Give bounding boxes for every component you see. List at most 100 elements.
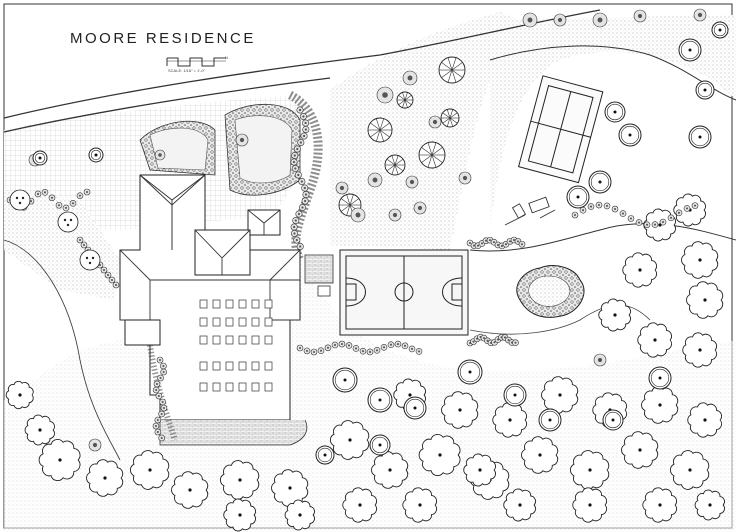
shrub-symbol xyxy=(155,392,163,400)
deciduous-tree-symbol xyxy=(271,469,309,507)
ornamental-tree-symbol xyxy=(367,117,393,143)
specimen-tree-symbol xyxy=(332,367,358,393)
east-path xyxy=(469,223,736,252)
deciduous-tree-symbol xyxy=(570,450,610,490)
shrub-symbol xyxy=(88,438,102,452)
shrub-symbol xyxy=(627,215,635,222)
specimen-tree-symbol xyxy=(457,359,483,385)
rear-terrace xyxy=(124,319,161,346)
shrub-symbol xyxy=(302,191,310,199)
shrub-symbol xyxy=(291,152,299,160)
scale-label: SCALE: 1/16" = 1'-0" xyxy=(168,68,206,73)
shrub-symbol xyxy=(388,208,402,222)
shrub-symbol xyxy=(553,13,567,27)
ornamental-tree-symbol xyxy=(440,108,460,128)
ornamental-tree-symbol xyxy=(396,91,414,109)
shrub-symbol xyxy=(290,230,298,238)
deciduous-tree-symbol xyxy=(641,386,679,424)
shrub-symbol xyxy=(683,205,691,212)
deciduous-tree-symbol xyxy=(86,459,124,497)
shrub-symbol xyxy=(160,362,167,370)
shrub-symbol xyxy=(643,221,651,229)
plan-title: MOORE RESIDENCE xyxy=(70,30,256,47)
specimen-tree-symbol xyxy=(88,147,104,163)
deciduous-tree-symbol xyxy=(171,471,209,509)
front-lawn-left xyxy=(149,127,209,171)
shrub-symbol xyxy=(633,9,647,23)
shrub-symbol xyxy=(428,115,442,129)
shrub-symbol xyxy=(104,271,112,279)
shrub-symbol xyxy=(413,201,427,215)
specimen-tree-symbol xyxy=(503,383,527,407)
deciduous-tree-symbol xyxy=(621,431,659,469)
shrub-symbol xyxy=(693,8,707,22)
grove-cluster-symbol xyxy=(79,249,101,271)
deciduous-tree-symbol xyxy=(622,252,657,288)
shrub-symbol xyxy=(402,70,418,86)
shrub-symbol xyxy=(159,398,166,406)
specimen-tree-symbol xyxy=(695,80,715,100)
shrub-symbol xyxy=(303,347,311,355)
shrub-symbol xyxy=(293,145,301,153)
shrub-symbol xyxy=(619,210,627,217)
deciduous-tree-symbol xyxy=(686,281,724,319)
shrub-symbol xyxy=(153,380,161,388)
shrub-symbol xyxy=(83,188,91,196)
shrub-symbol xyxy=(108,276,116,284)
shrub-symbol xyxy=(69,199,77,207)
shrub-symbol xyxy=(331,341,339,349)
shrub-symbol xyxy=(295,210,303,218)
shrub-symbol xyxy=(373,347,381,354)
shrub-symbol xyxy=(293,236,301,244)
deciduous-tree-symbol xyxy=(24,414,55,446)
shrub-symbol xyxy=(458,171,472,185)
shrub-symbol xyxy=(299,113,307,121)
shrub-symbol xyxy=(34,190,42,198)
shrub-symbol xyxy=(157,374,164,382)
shrub-symbol xyxy=(408,345,416,353)
shrub-symbol xyxy=(291,165,299,173)
deciduous-tree-symbol xyxy=(670,450,710,490)
shrub-symbol xyxy=(160,368,167,376)
shrub-symbol xyxy=(48,194,56,202)
grove-cluster-symbol xyxy=(9,189,31,211)
deciduous-tree-symbol xyxy=(418,434,461,476)
shrub-symbol xyxy=(296,243,304,251)
deciduous-tree-symbol xyxy=(223,498,256,532)
shrub-symbol xyxy=(302,126,310,134)
shrub-symbol xyxy=(80,241,88,249)
front-lawn-right xyxy=(234,115,293,184)
deciduous-tree-symbol xyxy=(342,487,377,523)
shrub-symbol xyxy=(366,348,374,356)
deciduous-tree-symbol xyxy=(694,489,725,521)
deciduous-tree-symbol xyxy=(492,402,527,438)
shrub-symbol xyxy=(296,106,304,114)
shrub-symbol xyxy=(301,184,309,192)
shrub-symbol xyxy=(593,353,607,367)
shrub-symbol xyxy=(298,178,306,186)
driveway-lower-edge xyxy=(3,77,331,133)
specimen-tree-symbol xyxy=(538,408,562,432)
shrub-symbol xyxy=(603,202,611,210)
shrub-symbol xyxy=(595,201,603,209)
shrub-symbol xyxy=(352,345,360,352)
ornamental-tree-symbol xyxy=(418,141,446,169)
rear-patio-border xyxy=(159,419,308,446)
specimen-tree-symbol xyxy=(602,409,624,431)
shrub-symbol xyxy=(294,171,302,179)
shrub-symbol xyxy=(335,181,349,195)
shrub-symbol xyxy=(41,189,49,196)
south-lawn-edge xyxy=(469,304,651,335)
shrub-symbol xyxy=(158,434,165,442)
shrub-symbol xyxy=(350,207,366,223)
deciduous-tree-symbol xyxy=(402,487,437,523)
shrub-symbol xyxy=(387,341,395,348)
shrub-symbol xyxy=(290,223,298,231)
shrub-symbol xyxy=(401,342,409,350)
pond-inner xyxy=(528,275,571,307)
specimen-tree-symbol xyxy=(604,101,626,123)
shrub-symbol xyxy=(235,133,249,147)
deciduous-tree-symbol xyxy=(637,322,672,358)
north-label: N xyxy=(225,55,228,60)
